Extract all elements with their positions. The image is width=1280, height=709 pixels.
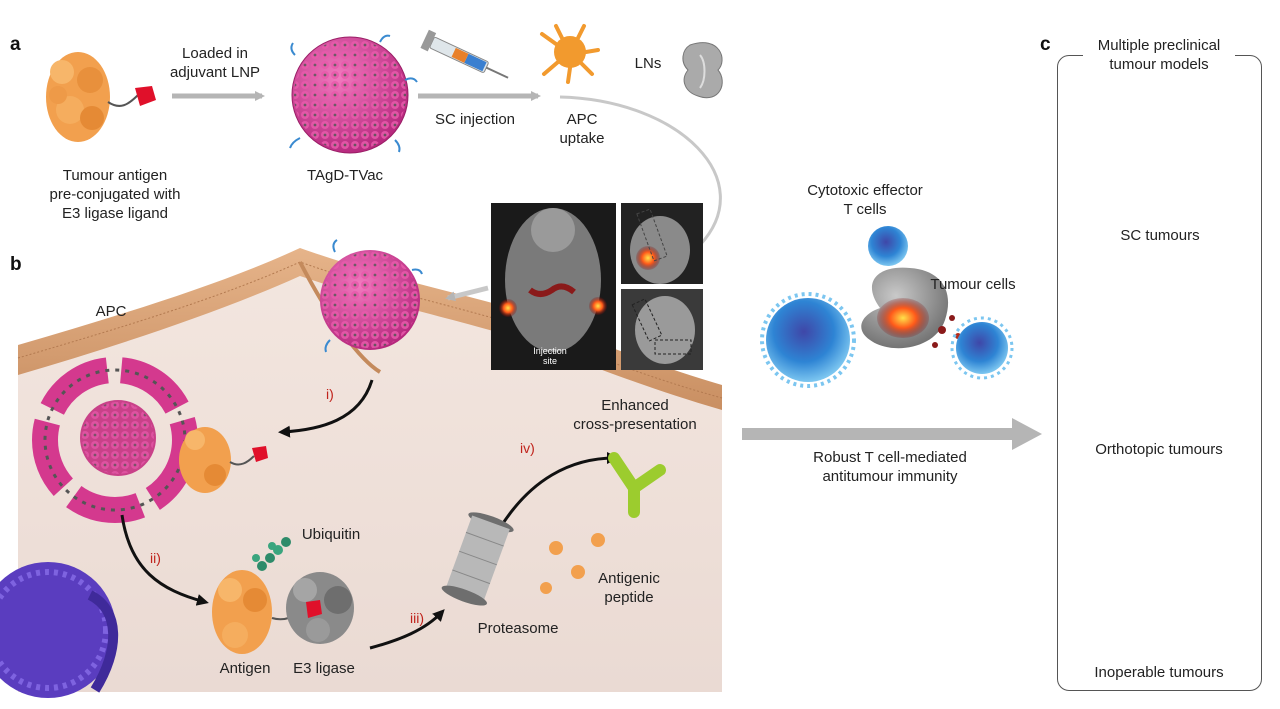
antigenic-peptide-label: Antigenic peptide xyxy=(598,570,660,606)
panel-label-b: b xyxy=(10,254,22,275)
freed-antigen xyxy=(179,427,268,493)
proteasome xyxy=(441,512,514,606)
step-ii-label: ii) xyxy=(150,550,161,566)
lnp-caption: TAgD-TVac xyxy=(306,167,384,184)
tumour-cells-label: Tumour cells xyxy=(930,276,1016,293)
effector-label: Cytotoxic effector T cells xyxy=(807,182,923,218)
apc-cell-icon xyxy=(540,24,600,84)
imaging-inset xyxy=(491,203,703,370)
proteasome-label: Proteasome xyxy=(477,620,559,637)
sc-injection-label: SC injection xyxy=(434,111,516,128)
arrow-step-i xyxy=(278,379,374,438)
ubiquitin-label: Ubiquitin xyxy=(301,526,361,543)
antigen-bottom xyxy=(212,570,306,654)
inoperable-tumours-label: Inoperable tumours xyxy=(1094,664,1224,681)
syringe-icon xyxy=(420,29,509,79)
arrow-step-iii xyxy=(369,609,445,650)
sc-tumours-label: SC tumours xyxy=(1120,227,1200,244)
arrow-step-ii xyxy=(120,514,209,606)
step-i-label: i) xyxy=(326,386,334,402)
tumour-models-card xyxy=(1057,55,1262,691)
tumour-antigen xyxy=(46,52,156,142)
apc-label: APC xyxy=(95,303,127,320)
step-iii-label: iii) xyxy=(410,610,424,626)
lnp-top xyxy=(289,34,418,154)
panel-label-c: c xyxy=(1040,34,1051,55)
inset-caption: Injection site xyxy=(533,346,567,366)
tumour-models-title: Multiple preclinical tumour models xyxy=(1083,36,1235,74)
ubiquitin-chain xyxy=(252,537,291,571)
antigen-caption: Tumour antigen pre-conjugated with E3 li… xyxy=(49,167,181,222)
e3-ligase xyxy=(286,572,354,644)
arrow-curve-uptake xyxy=(559,95,722,247)
disrupted-lnp xyxy=(32,357,198,523)
arrow-to-models-head xyxy=(1012,418,1042,450)
orthotopic-tumours-label: Orthotopic tumours xyxy=(1095,441,1223,458)
antigen-label: Antigen xyxy=(219,660,271,677)
tumour-immunity-illustration xyxy=(760,226,1014,388)
loaded-label: Loaded in adjuvant LNP xyxy=(169,45,261,81)
antigenic-peptides xyxy=(540,533,605,594)
mhc-molecule xyxy=(608,452,666,518)
immunity-label: Robust T cell-mediated antitumour immuni… xyxy=(813,449,967,485)
lymph-node-icon xyxy=(682,42,723,99)
step-iv-label: iv) xyxy=(520,440,535,456)
arrow-inset-to-apc xyxy=(445,285,489,302)
panel-label-a: a xyxy=(10,34,21,55)
lns-label: LNs xyxy=(634,55,662,72)
apc-uptake-label: APC uptake xyxy=(559,111,605,147)
organelle xyxy=(0,562,119,698)
lnp-b xyxy=(320,239,423,353)
enhanced-label: Enhanced cross-presentation xyxy=(573,397,697,433)
e3-ligase-label: E3 ligase xyxy=(293,660,355,677)
arrow-step-iv xyxy=(498,452,619,529)
